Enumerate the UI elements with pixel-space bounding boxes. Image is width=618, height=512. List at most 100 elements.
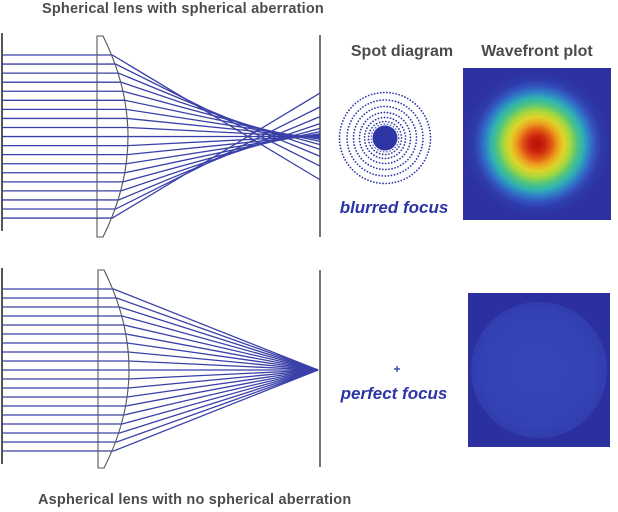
spot-ring-dot xyxy=(399,157,401,160)
spot-ring-dot xyxy=(407,158,409,161)
spot-ring-dot xyxy=(367,163,370,166)
spot-ring-dot xyxy=(408,175,411,178)
spot-ring-dot xyxy=(348,123,351,125)
spot-ring-dot xyxy=(350,120,352,122)
spherical-lens-outline xyxy=(96,35,129,238)
blurred-focus-caption: blurred focus xyxy=(339,198,449,217)
spot-ring-dot xyxy=(429,139,432,141)
spot-ring-dot xyxy=(399,143,402,146)
spot-ring-dot xyxy=(370,165,372,168)
spot-ring-dot xyxy=(398,151,401,154)
spot-ring-dot xyxy=(397,180,400,183)
spot-ring-dot xyxy=(402,162,405,165)
spot-ring-dot xyxy=(388,182,391,185)
spot-ring-dot xyxy=(358,165,361,168)
spot-ring-dot xyxy=(363,136,366,138)
spot-ring-dot xyxy=(393,150,396,153)
spot-ring-dot xyxy=(352,138,355,140)
spot-ring-dot xyxy=(353,171,356,173)
spot-ring-dot xyxy=(413,171,416,174)
spot-ring-dot xyxy=(392,113,395,115)
spot-ring-dot xyxy=(409,99,412,102)
spot-ring-dot xyxy=(403,132,406,134)
spot-ring-dot xyxy=(425,117,428,120)
spot-ring-dot xyxy=(371,114,374,117)
spot-ring-dot xyxy=(349,153,352,155)
spot-ring-dot xyxy=(367,156,370,159)
spot-ring-dot xyxy=(369,172,372,174)
spot-ring-dot xyxy=(416,105,419,107)
spot-ring-dot xyxy=(422,112,425,115)
wavefront-plot-header: Wavefront plot xyxy=(481,43,593,60)
spot-ring-dot xyxy=(391,182,394,184)
spot-ring-dot xyxy=(372,166,375,169)
spot-ring-dot xyxy=(383,105,385,108)
spot-ring-dot xyxy=(406,148,409,151)
spot-ring-dot xyxy=(346,111,349,114)
spot-ring-dot xyxy=(339,147,342,150)
spot-ring-dot xyxy=(363,113,366,116)
spot-ring-dot xyxy=(347,125,350,128)
spot-ring-dot xyxy=(347,164,350,167)
spot-ring-dot xyxy=(411,173,414,176)
spot-ring-dot xyxy=(371,108,373,111)
spot-ring-dot xyxy=(389,117,392,120)
spot-ring-dot xyxy=(381,175,384,177)
spot-ring-dot xyxy=(417,155,420,158)
spot-ring-dot xyxy=(390,156,393,159)
spot-ring-dot xyxy=(375,174,377,176)
spot-ring-dot xyxy=(390,122,393,124)
spot-ring-dot xyxy=(355,123,358,125)
spot-ring-dot xyxy=(399,164,402,167)
wavefront-plot-flat xyxy=(468,293,610,447)
spot-ring-dot xyxy=(350,106,352,109)
spot-ring-dot xyxy=(365,145,367,147)
spot-ring-dot xyxy=(420,146,423,149)
spot-ring-dot xyxy=(382,91,385,94)
flat-wavefront-pupil xyxy=(471,302,607,438)
spot-ring-dot xyxy=(391,99,394,102)
spot-ring-dot xyxy=(407,127,410,130)
spot-ring-dot xyxy=(348,150,351,153)
spot-ring-dot xyxy=(353,114,356,117)
spot-ring-dot xyxy=(375,181,378,184)
spot-ring-dot xyxy=(413,127,416,129)
spot-ring-dot xyxy=(370,158,372,161)
spot-ring-dot xyxy=(414,145,417,148)
spot-ring-dot xyxy=(368,150,371,153)
spot-ring-dot xyxy=(394,100,397,103)
spot-ring-dot xyxy=(356,152,359,155)
spot-ring-dot xyxy=(374,113,377,116)
spot-ring-dot xyxy=(376,92,379,94)
spot-ring-dot xyxy=(390,152,393,154)
spot-ring-dot xyxy=(397,121,400,124)
spot-ring-dot xyxy=(364,142,367,144)
spot-ring-dot xyxy=(400,140,403,143)
spot-ring-dot xyxy=(358,137,361,140)
spot-ring-dot xyxy=(392,92,395,95)
spot-ring-dot xyxy=(413,148,416,151)
spot-ring-dot xyxy=(377,117,380,120)
spot-ring-dot xyxy=(403,178,406,181)
spot-ring-dot xyxy=(367,138,370,141)
spot-ring-dot xyxy=(429,142,432,144)
spot-ring-dot xyxy=(347,147,350,150)
spot-ring-dot xyxy=(344,159,347,161)
spot-ring-dot xyxy=(410,153,413,156)
spot-ring-dot xyxy=(382,99,385,101)
spot-ring-dot xyxy=(369,116,371,119)
spot-ring-dot xyxy=(404,160,407,163)
spot-ring-dot xyxy=(368,141,371,144)
spot-ring-dot xyxy=(356,173,359,175)
spot-ring-dot xyxy=(402,119,405,122)
spot-ring-dot xyxy=(403,153,406,156)
spot-ring-dot xyxy=(414,103,417,105)
spot-ring-dot xyxy=(364,104,367,107)
light-ray xyxy=(2,54,321,181)
spot-ring-dot xyxy=(419,122,421,125)
spot-ring-dot xyxy=(404,138,407,140)
spot-ring-dot xyxy=(400,117,403,120)
spot-ring-dot xyxy=(387,174,390,177)
spot-ring-dot xyxy=(364,95,367,98)
spot-ring-dot xyxy=(398,108,400,111)
